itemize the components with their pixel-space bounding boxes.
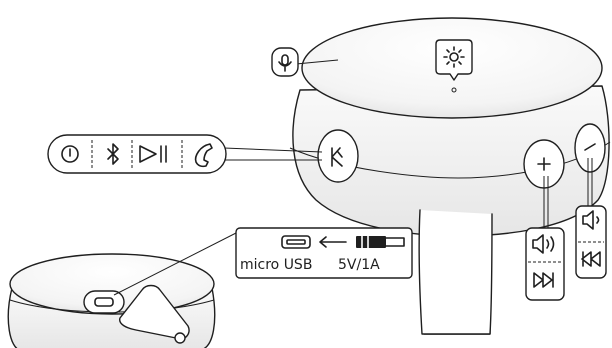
speaker-strap-front bbox=[418, 209, 493, 335]
play-pause-icon bbox=[139, 145, 167, 163]
minus-icon bbox=[584, 143, 596, 151]
play-pause-button[interactable] bbox=[139, 145, 167, 163]
volume-up-panel bbox=[525, 227, 565, 301]
phone-button[interactable] bbox=[194, 143, 213, 168]
bluetooth-button[interactable] bbox=[107, 143, 119, 165]
volume-up-icon bbox=[532, 234, 555, 254]
speaker-bottom-view bbox=[7, 231, 239, 348]
volume-down-button[interactable] bbox=[574, 123, 606, 173]
sun-light-icon bbox=[443, 46, 465, 68]
volume-up-button[interactable] bbox=[523, 139, 565, 189]
plus-icon bbox=[537, 157, 551, 171]
power-spec-label: 5V/1A bbox=[338, 257, 380, 273]
usb-port-label: micro USB bbox=[240, 257, 312, 273]
light-indicator bbox=[435, 39, 473, 93]
usb-callout: micro USB 5V/1A bbox=[235, 227, 413, 279]
phone-icon bbox=[194, 143, 213, 168]
micro-usb-port[interactable] bbox=[83, 290, 125, 314]
mic-callout bbox=[271, 47, 339, 77]
usb-cable-icon bbox=[356, 235, 405, 249]
volume-down-icon bbox=[582, 210, 600, 230]
button-panel-callout bbox=[47, 134, 323, 174]
usb-cable bbox=[119, 284, 190, 344]
light-callout bbox=[435, 39, 473, 81]
micro-usb-port-icon bbox=[94, 297, 114, 307]
mic-badge bbox=[271, 47, 299, 77]
usb-leader-line bbox=[113, 231, 239, 296]
light-led bbox=[451, 87, 457, 93]
power-icon bbox=[61, 145, 79, 163]
bluetooth-pairing-button[interactable] bbox=[317, 129, 359, 183]
bluetooth-icon bbox=[107, 143, 119, 165]
previous-track-icon bbox=[581, 251, 601, 267]
power-button[interactable] bbox=[61, 145, 79, 163]
volume-down-callout bbox=[575, 158, 607, 279]
microphone-icon bbox=[278, 54, 292, 72]
speaker-main bbox=[289, 17, 611, 335]
bluetooth-pairing-button-icon bbox=[331, 147, 343, 167]
volume-up-callout bbox=[525, 176, 565, 301]
button-panel bbox=[47, 134, 227, 174]
arrow-left-icon bbox=[319, 236, 347, 248]
next-track-icon bbox=[533, 272, 554, 288]
micro-usb-port-icon bbox=[281, 235, 311, 249]
